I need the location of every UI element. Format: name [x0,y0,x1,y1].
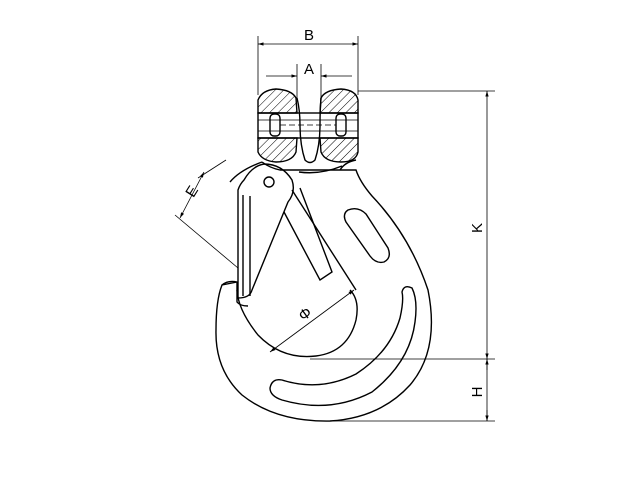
hook-body [215,159,433,422]
dimension-h: H [330,359,495,422]
dimension-label-phi: Φ [296,304,316,325]
hook-upper-slot [343,207,391,264]
latch-arm [237,163,295,299]
dimension-e: E [174,159,239,269]
dimension-label-h: H [469,387,486,398]
latch-pivot-pin [263,176,275,188]
dimension-k: K [310,90,495,360]
clevis-head [257,88,359,164]
hook-lower-slot [269,285,417,407]
clevis-left-lower-section [257,137,298,163]
safety-latch [237,163,295,299]
dimension-a: A [266,61,352,98]
clevis-right-upper-section [319,88,359,114]
clevis-pin-band [257,112,359,139]
dimension-phi: Φ [269,289,355,353]
hook-outline [215,161,433,422]
clevis-left-upper-section [257,88,298,114]
hook-throat [236,289,358,358]
clevis-right-lower-section [319,137,359,163]
dimension-label-a: A [304,61,314,78]
dimension-label-b: B [304,27,314,44]
dimension-label-k: K [469,223,486,233]
dimension-label-e: E [182,183,202,201]
clevis-left-pin-hole [269,113,281,137]
clevis-right-pin-hole [335,113,347,137]
dimension-b: B [257,27,359,95]
